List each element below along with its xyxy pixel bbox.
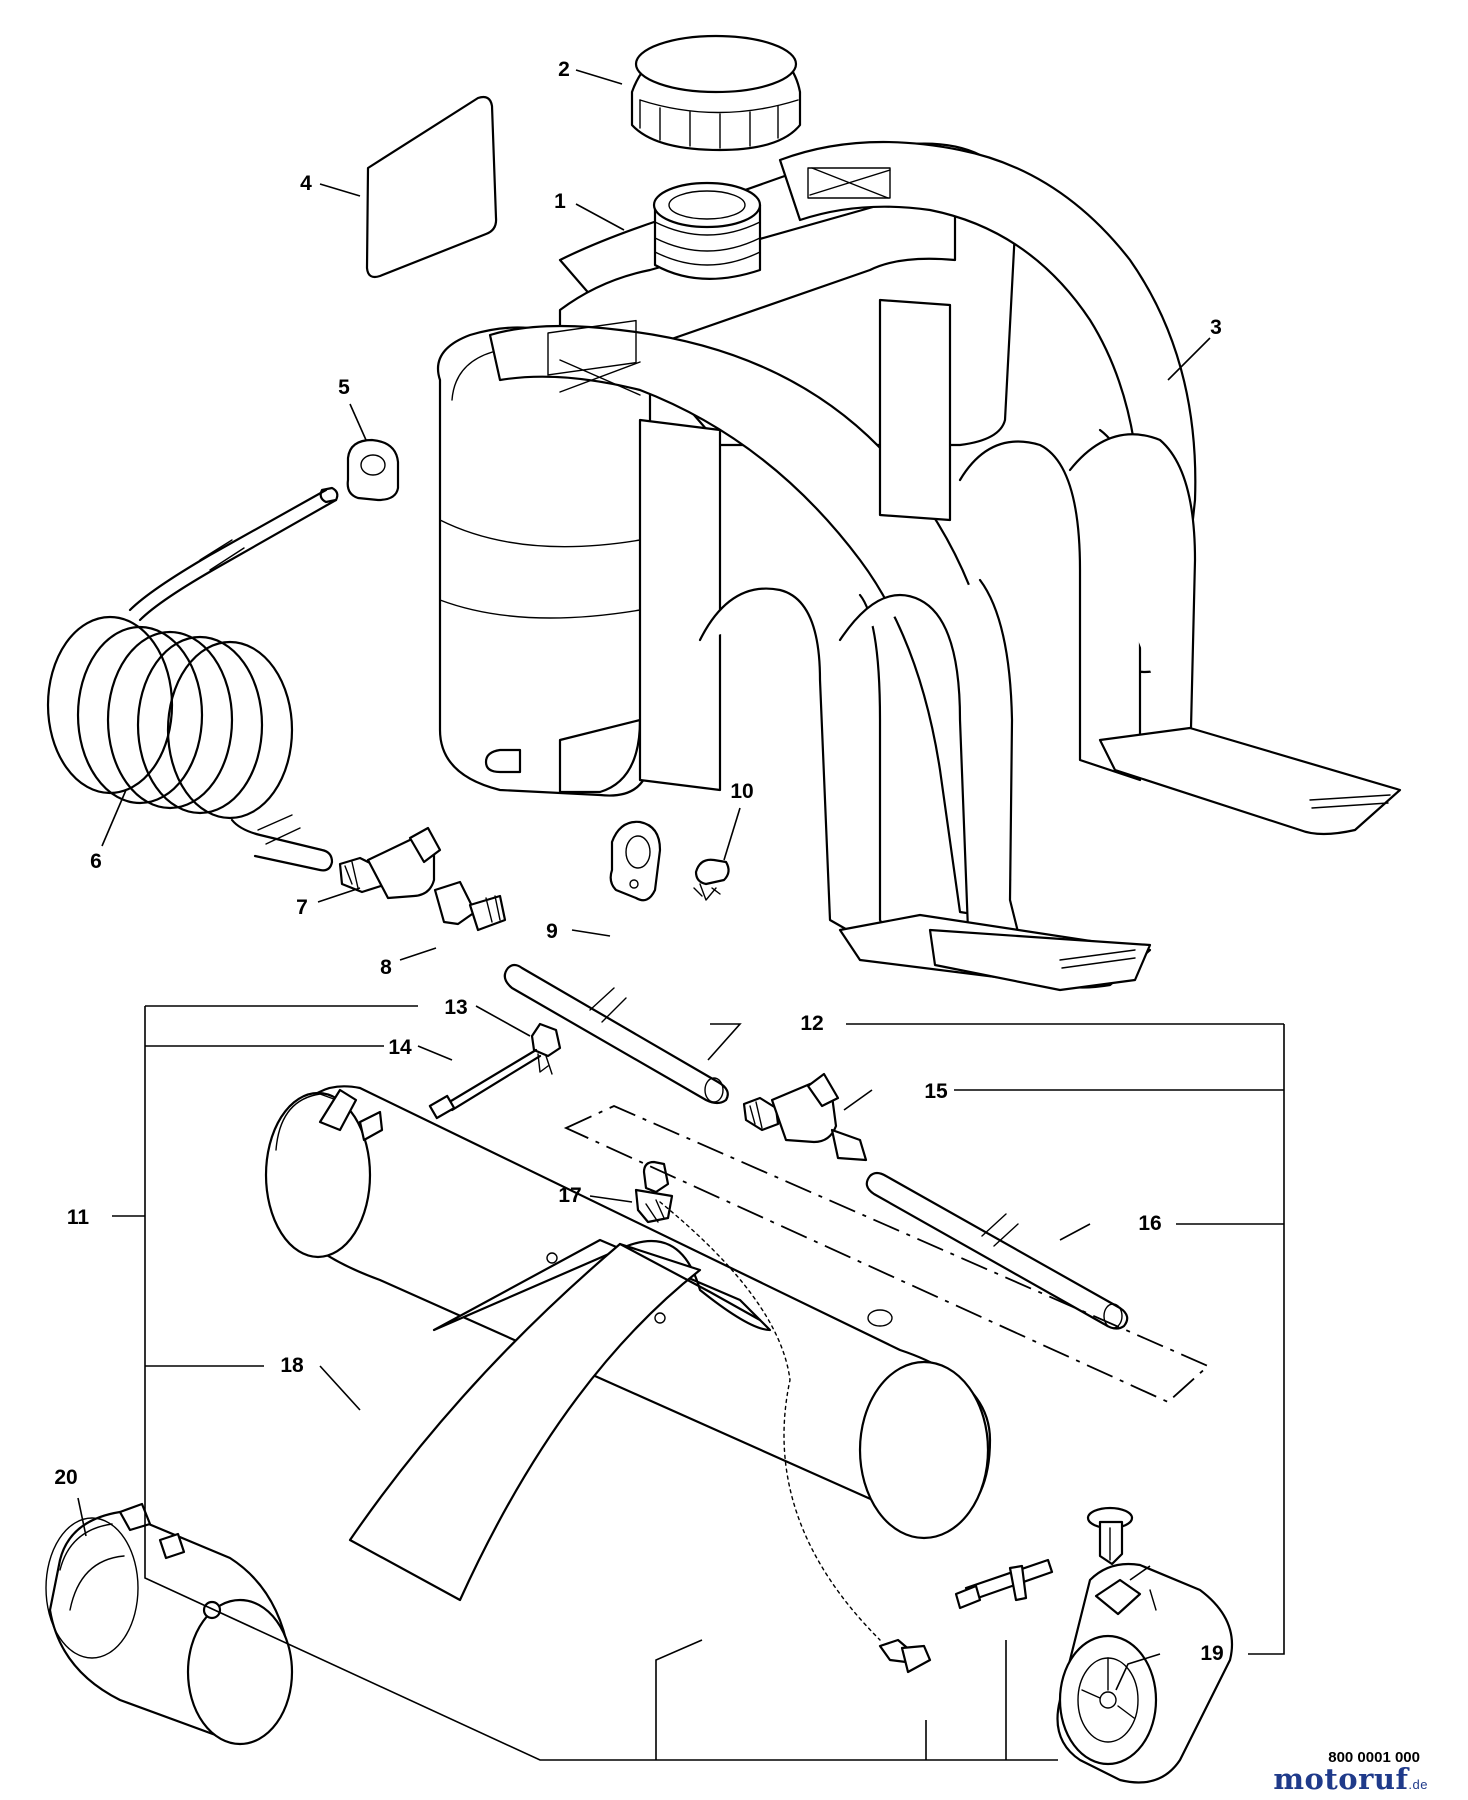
part-9-clamp bbox=[609, 820, 662, 902]
part-20-tube-section bbox=[45, 1502, 294, 1746]
callout-19: 19 bbox=[1200, 1642, 1223, 1665]
watermark-logo: motoruf.de bbox=[1273, 1762, 1428, 1796]
callouts: 1 2 3 4 5 6 7 8 9 10 11 12 13 14 15 16 1… bbox=[54, 58, 1223, 1665]
part-12-hose bbox=[503, 963, 729, 1105]
callout-1: 1 bbox=[554, 190, 566, 213]
part-7-connector bbox=[338, 826, 442, 900]
part-14-cable-tie bbox=[428, 1048, 542, 1120]
callout-17: 17 bbox=[558, 1184, 581, 1207]
part-18-blower-tube bbox=[264, 1085, 992, 1641]
callout-2: 2 bbox=[558, 58, 570, 81]
callout-11: 11 bbox=[67, 1206, 90, 1229]
callout-3: 3 bbox=[1210, 316, 1222, 339]
callout-12: 12 bbox=[800, 1012, 823, 1035]
kit-outline bbox=[563, 1105, 1210, 1404]
callout-15: 15 bbox=[924, 1080, 948, 1103]
part-6-hose-coil bbox=[46, 486, 339, 872]
callout-6: 6 bbox=[90, 850, 102, 873]
part-8-fitting bbox=[433, 880, 507, 932]
callout-13: 13 bbox=[444, 996, 467, 1019]
part-16-hose bbox=[865, 1171, 1129, 1330]
callout-7: 7 bbox=[296, 896, 308, 919]
callout-8: 8 bbox=[380, 956, 392, 979]
part-15-connector bbox=[742, 1072, 868, 1162]
callout-9: 9 bbox=[546, 920, 558, 943]
part-5-clip bbox=[346, 438, 400, 502]
part-17-clip bbox=[634, 1160, 674, 1224]
callout-4: 4 bbox=[300, 172, 312, 195]
callout-16: 16 bbox=[1138, 1212, 1161, 1235]
part-10-plug bbox=[693, 858, 730, 901]
callout-20: 20 bbox=[54, 1466, 77, 1489]
callout-10: 10 bbox=[730, 780, 753, 803]
nozzle-fitting bbox=[1056, 1562, 1234, 1784]
part-3-harness bbox=[488, 140, 1402, 992]
fitting-t-piece bbox=[954, 1558, 1054, 1610]
leader-lines bbox=[77, 69, 1211, 1691]
watermark-tld: .de bbox=[1408, 1777, 1428, 1792]
callout-14: 14 bbox=[388, 1036, 412, 1059]
callout-5: 5 bbox=[338, 376, 350, 399]
part-4-window bbox=[365, 95, 498, 279]
watermark-main: motoruf bbox=[1273, 1762, 1409, 1796]
bracket-11 bbox=[112, 1005, 1285, 1761]
fitting-elbow bbox=[878, 1638, 932, 1674]
diagram-part-number: 800 0001 000 bbox=[1328, 1749, 1420, 1766]
part-2-cap bbox=[630, 34, 802, 152]
part-19-rivet bbox=[1086, 1506, 1134, 1566]
callout-18: 18 bbox=[280, 1354, 304, 1377]
